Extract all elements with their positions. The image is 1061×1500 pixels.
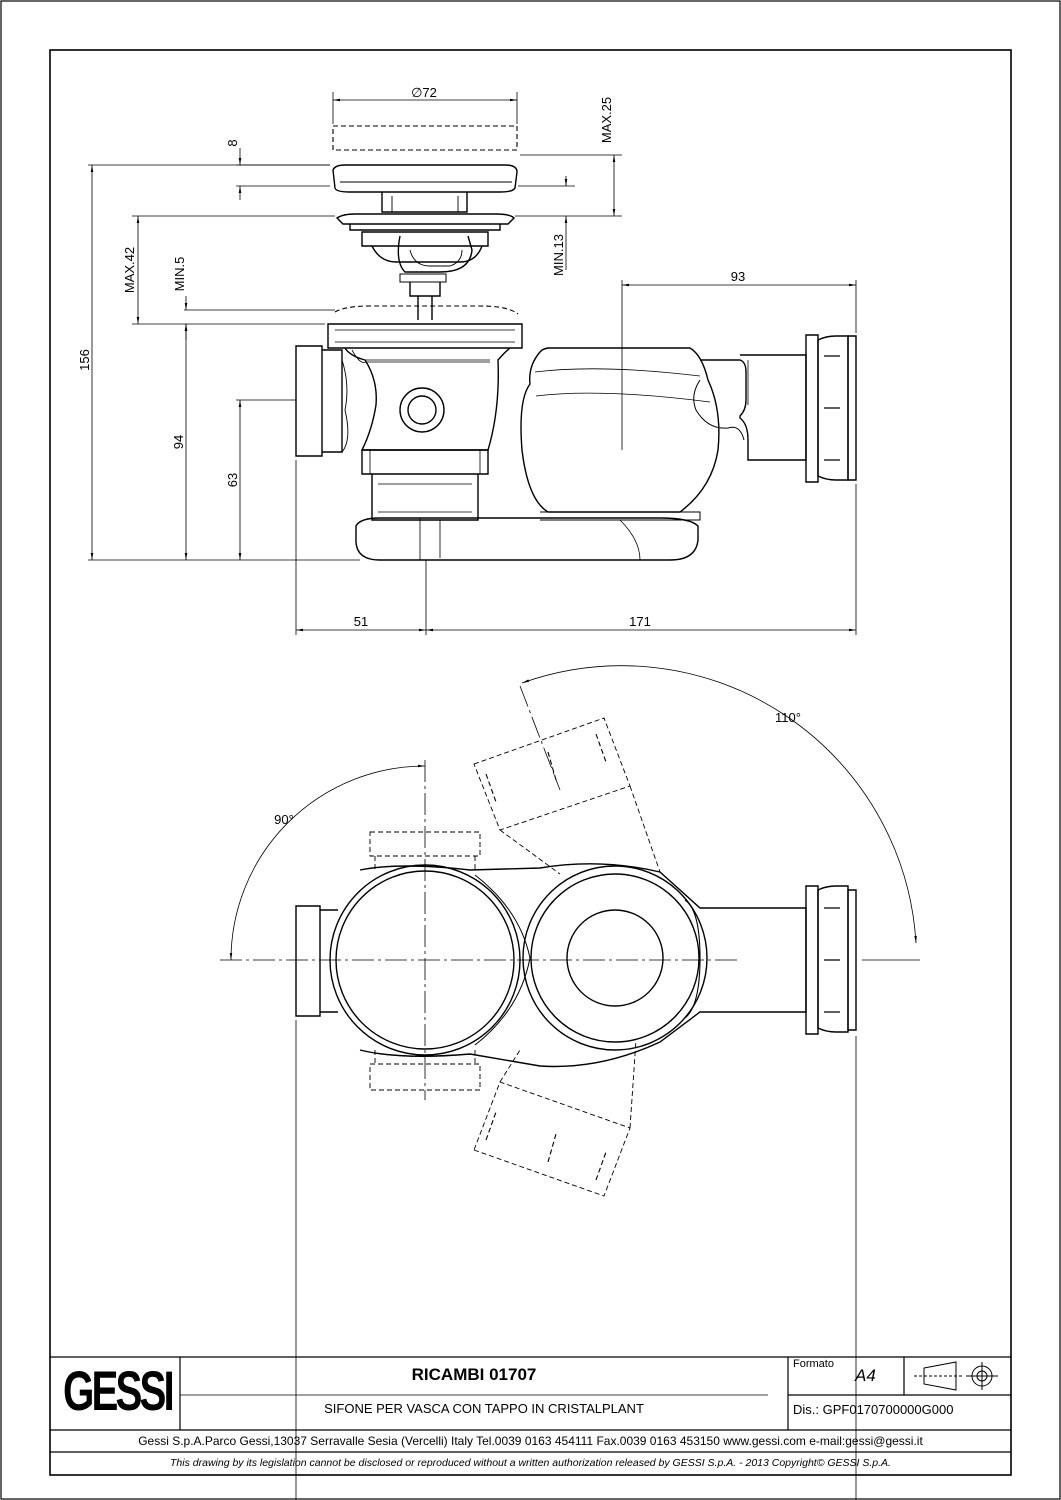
format-value: A4	[855, 1366, 876, 1385]
drawing-frame	[49, 49, 1012, 1476]
top-view-dimensions	[229, 665, 920, 1500]
top-view-phantom-positions	[369, 717, 661, 1197]
dim-90-degrees: 90°	[274, 812, 294, 827]
dim-110-degrees: 110°	[775, 710, 801, 725]
dim-max25: MAX.25	[599, 97, 614, 143]
format-label: Formato	[793, 1358, 834, 1370]
dim-diameter: ∅72	[411, 85, 437, 100]
side-view	[295, 125, 857, 561]
side-view-dimensions	[88, 92, 857, 635]
dim-93: 93	[731, 269, 745, 284]
dim-max42: MAX.42	[122, 247, 137, 293]
dim-171: 171	[629, 614, 651, 629]
dim-156: 156	[77, 349, 92, 371]
dim-8: 8	[225, 139, 240, 146]
dim-63: 63	[225, 473, 240, 487]
drawing-number: Dis.: GPF0170700000G000	[793, 1402, 954, 1417]
company-info: Gessi S.p.A.Parco Gessi,13037 Serravalle…	[138, 1434, 923, 1448]
top-view	[295, 863, 857, 1068]
title-block-lines	[50, 1356, 1011, 1453]
gessi-logo: GESSI	[63, 1359, 175, 1422]
dim-min5: MIN.5	[172, 257, 187, 292]
projection-symbol-icon	[914, 1361, 998, 1391]
dim-min13: MIN.13	[551, 234, 566, 276]
drawing-subtitle: SIFONE PER VASCA CON TAPPO IN CRISTALPLA…	[324, 1401, 644, 1416]
copyright-notice: This drawing by its legislation cannot b…	[170, 1457, 891, 1469]
drawing-title: RICAMBI 01707	[411, 1365, 537, 1384]
dim-51: 51	[354, 614, 368, 629]
dim-94: 94	[171, 435, 186, 449]
